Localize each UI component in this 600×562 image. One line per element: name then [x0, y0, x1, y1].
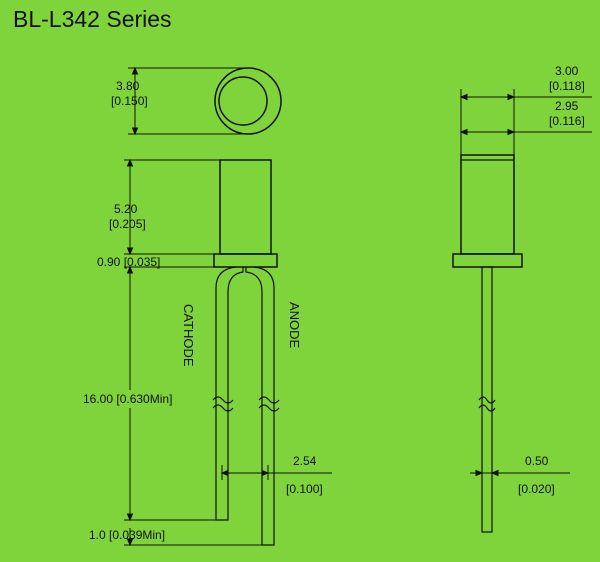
- cathode-lead: [215, 266, 244, 521]
- side-body: [460, 154, 515, 255]
- cathode-break-mark: [212, 396, 234, 404]
- lead-spacing-inch: [0.100]: [286, 482, 323, 496]
- side-lead: [481, 266, 493, 533]
- body-height-inch: [0.205]: [109, 217, 146, 231]
- top-diameter-mm: 3.80: [116, 79, 140, 93]
- side-view: 3.00 [0.118] 2.95 [0.116] 0.50 [0.020]: [452, 64, 592, 533]
- anode-label: ANODE: [287, 302, 302, 349]
- body-height-mm: 5.20: [114, 202, 138, 216]
- lens-diameter-inch: [0.116]: [549, 114, 585, 128]
- side-flange: [452, 253, 523, 268]
- lens-diameter-mm: 2.95: [555, 99, 579, 113]
- lead-width-inch: [0.020]: [518, 482, 555, 496]
- led-flange: [213, 253, 278, 268]
- top-diameter-inch: [0.150]: [111, 94, 148, 108]
- led-body: [219, 159, 272, 255]
- lead-offset-label: 1.0 [0.039Min]: [89, 528, 165, 542]
- body-diameter-mm: 3.00: [555, 64, 579, 78]
- diagram-title: BL-L342 Series: [13, 6, 172, 32]
- flange-thickness-label: 0.90 [0.035]: [97, 255, 160, 269]
- top-view: 3.80 [0.150]: [111, 66, 282, 136]
- body-diameter-inch: [0.118]: [549, 79, 585, 93]
- lead-length-label: 16.00 [0.630Min]: [83, 392, 172, 406]
- front-view: CATHODE ANODE 5.20 [0.205] 0.90 [0.035] …: [83, 158, 332, 547]
- anode-lead: [245, 266, 275, 546]
- lead-spacing-mm: 2.54: [293, 454, 317, 468]
- lead-width-mm: 0.50: [525, 454, 549, 468]
- anode-break-mark: [258, 396, 280, 404]
- cathode-label: CATHODE: [181, 304, 196, 367]
